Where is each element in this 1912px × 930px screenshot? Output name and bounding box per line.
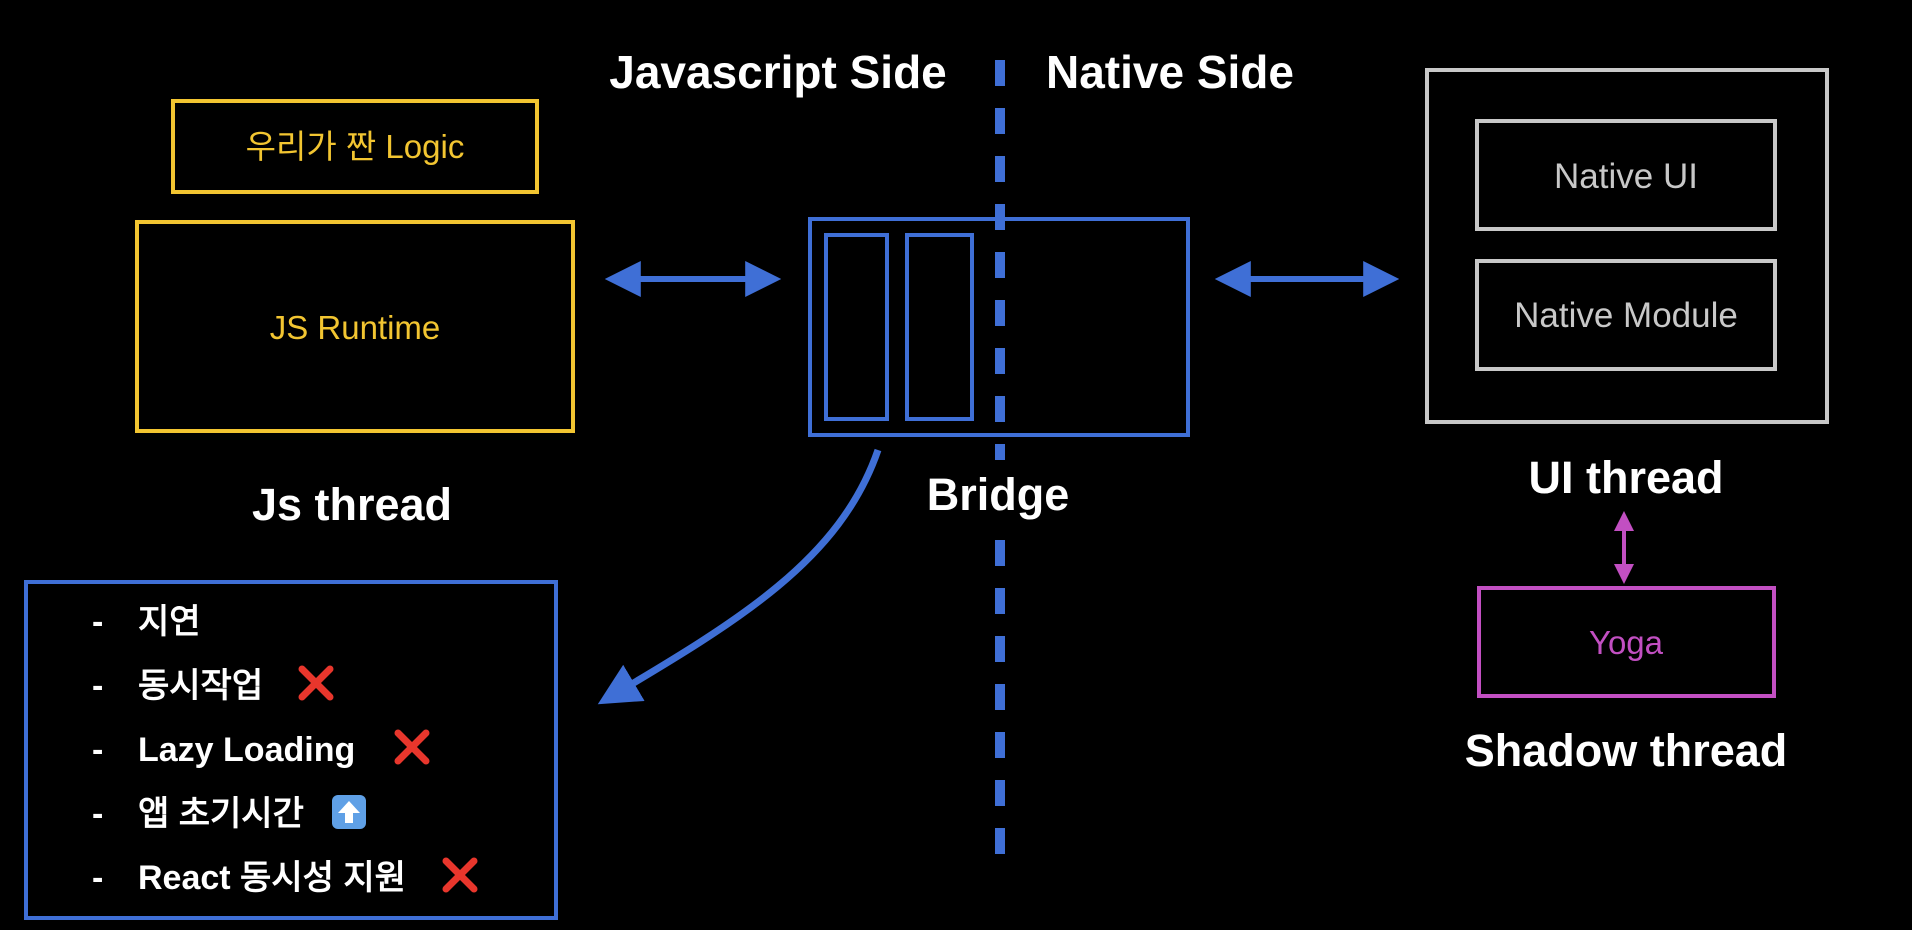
- bridge-queue-slot-2: [905, 233, 974, 421]
- issue-text: 동시작업: [138, 667, 263, 705]
- js-thread-label: Js thread: [252, 479, 452, 530]
- issue-bullet: -: [92, 731, 103, 769]
- bridge-label: Bridge: [927, 469, 1070, 520]
- up-arrow-icon: [332, 795, 366, 829]
- yoga-box: [1477, 586, 1776, 698]
- bridge-label-backdrop: [910, 460, 1090, 524]
- logic-box: [171, 99, 539, 194]
- x-mark-icon: [442, 857, 478, 893]
- issue-item: - 지연: [92, 603, 201, 641]
- issue-item: - Lazy Loading: [92, 729, 430, 769]
- issue-item: - React 동시성 지원: [92, 857, 478, 897]
- issue-bullet: -: [92, 603, 103, 641]
- issue-text: 앱 초기시간: [138, 795, 304, 833]
- bridge-box: [808, 217, 1190, 437]
- issue-bullet: -: [92, 795, 103, 833]
- x-mark-icon: [394, 729, 430, 765]
- issue-text: React 동시성 지원: [138, 859, 406, 897]
- logic-label: 우리가 짠 Logic: [246, 128, 465, 165]
- shadow-thread-label: Shadow thread: [1465, 725, 1788, 776]
- ui-thread-box: [1425, 68, 1829, 424]
- native-ui-label: Native UI: [1554, 157, 1698, 196]
- issue-item: - 앱 초기시간: [92, 795, 366, 833]
- issues-box: [24, 580, 558, 920]
- js-runtime-box: [135, 220, 575, 433]
- issue-item: - 동시작업: [92, 665, 334, 705]
- bridge-issues-arrow: [597, 448, 882, 705]
- native-module-label: Native Module: [1514, 296, 1738, 335]
- ui-thread-label: UI thread: [1528, 452, 1723, 503]
- issue-bullet: -: [92, 667, 103, 705]
- bridge-queue-slot-1: [824, 233, 889, 421]
- javascript-side-label: Javascript Side: [609, 46, 947, 98]
- native-ui-box: [1475, 119, 1777, 231]
- x-mark-icon: [298, 665, 334, 701]
- issue-text: 지연: [138, 603, 201, 641]
- js-runtime-label: JS Runtime: [270, 309, 441, 346]
- native-module-box: [1475, 259, 1777, 371]
- native-side-label: Native Side: [1046, 46, 1294, 98]
- issue-text: Lazy Loading: [138, 731, 355, 769]
- yoga-label: Yoga: [1589, 624, 1664, 661]
- issue-bullet: -: [92, 859, 103, 897]
